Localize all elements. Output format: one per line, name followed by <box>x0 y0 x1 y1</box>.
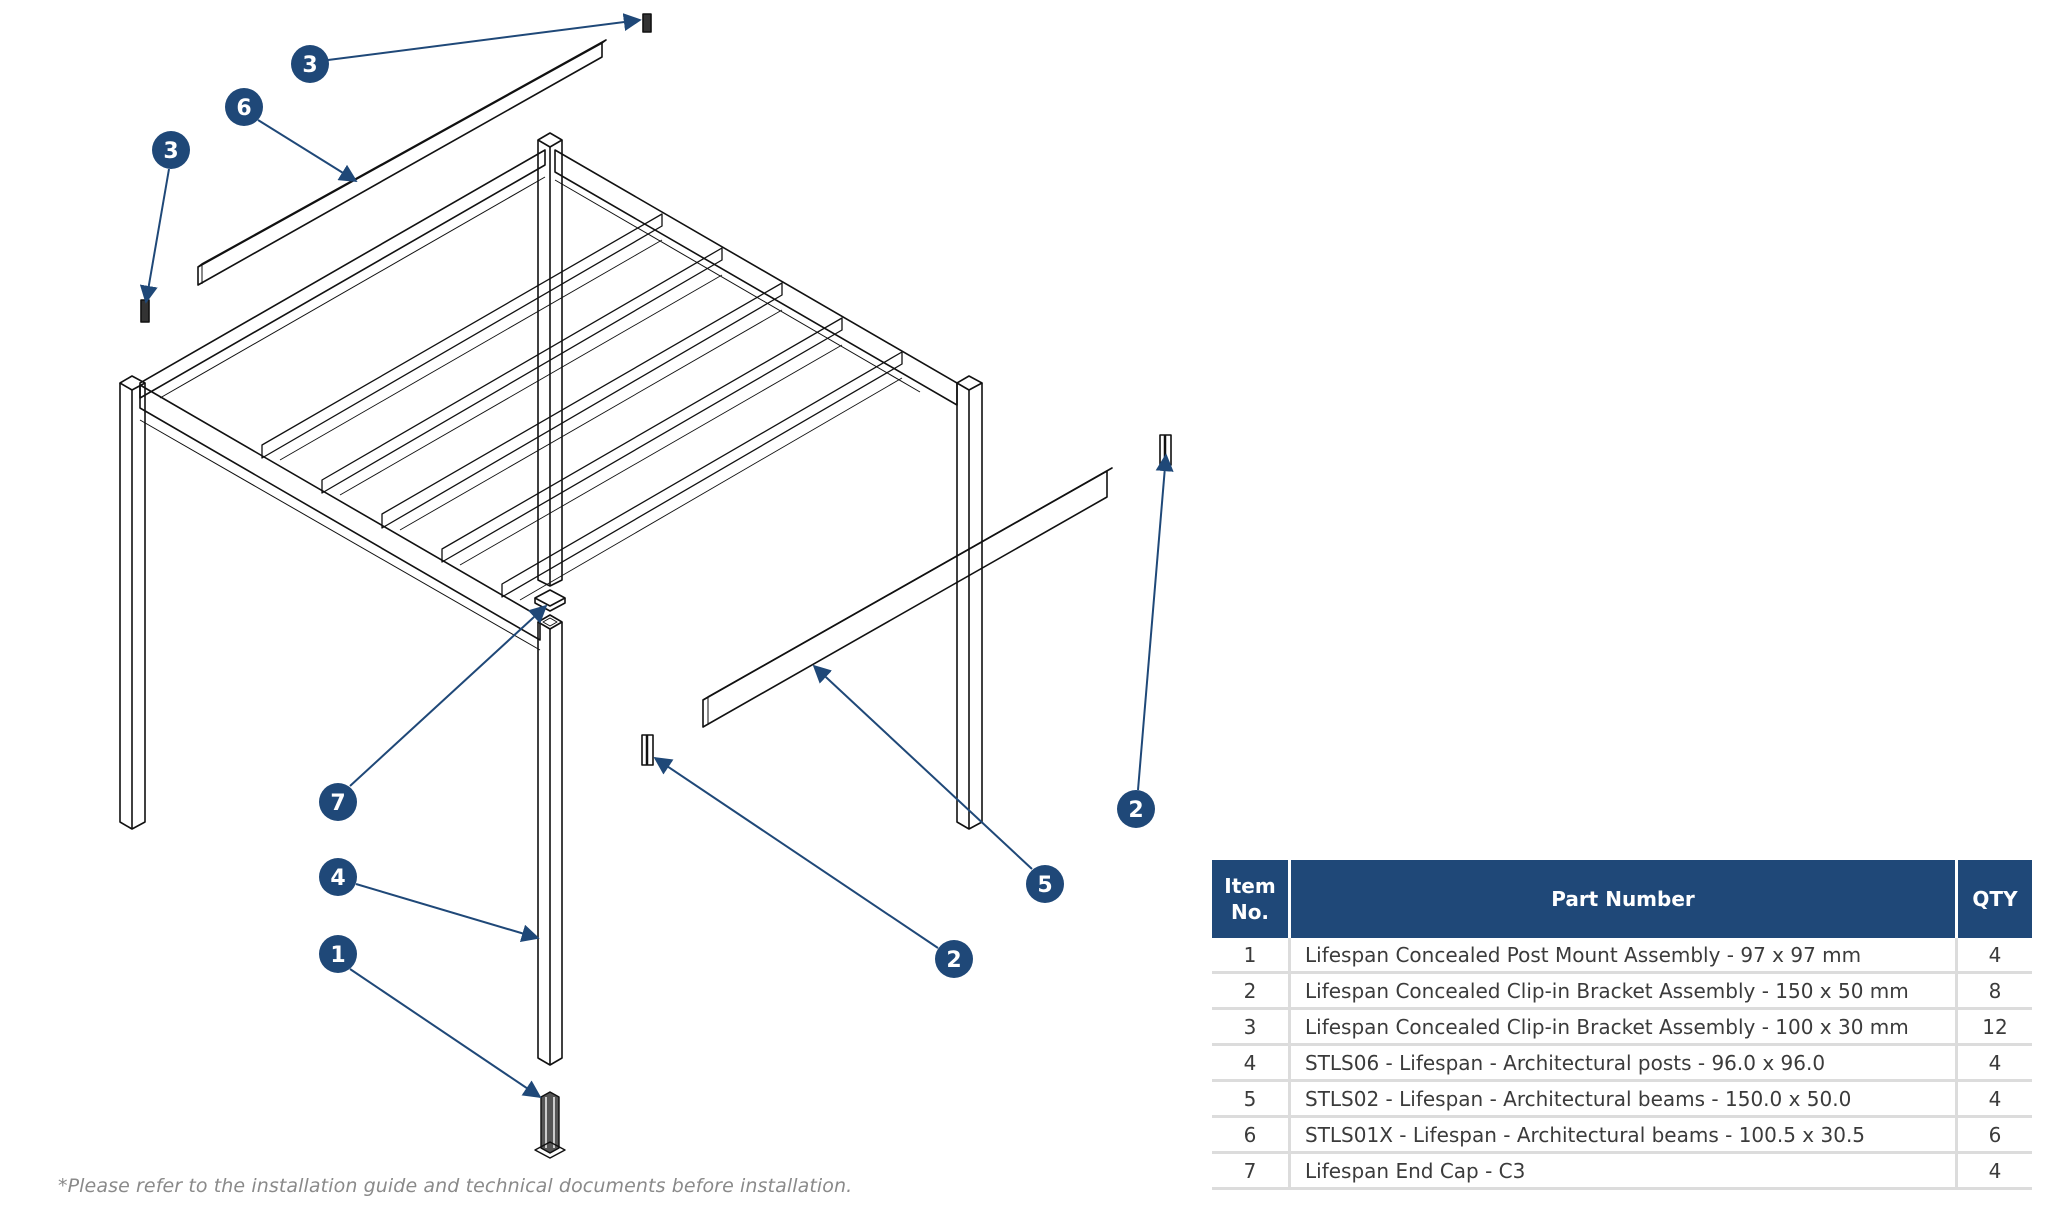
post-mount <box>534 1091 566 1159</box>
loose-beam-150x50 <box>702 467 1113 728</box>
leader-6 <box>257 119 358 182</box>
table-row: 3 Lifespan Concealed Clip-in Bracket Ass… <box>1212 1008 2032 1046</box>
left-post <box>119 375 146 830</box>
leader-7 <box>349 604 548 787</box>
part-number-cell: Lifespan Concealed Post Mount Assembly -… <box>1288 938 1957 974</box>
right-post <box>956 375 983 830</box>
callout-label: 3 <box>163 139 178 164</box>
table-row: 1 Lifespan Concealed Post Mount Assembly… <box>1212 938 2032 974</box>
table-header-row: Item No. Part Number QTY <box>1212 860 2032 938</box>
column-header-part-number: Part Number <box>1288 860 1957 938</box>
table-row: 6 STLS01X - Lifespan - Architectural bea… <box>1212 1116 2032 1154</box>
rafters <box>261 213 903 601</box>
table-row: 5 STLS02 - Lifespan - Architectural beam… <box>1212 1080 2032 1118</box>
table-row: 2 Lifespan Concealed Clip-in Bracket Ass… <box>1212 972 2032 1010</box>
callout-balloon: 2 <box>935 940 973 978</box>
bracket-150x50-mid <box>641 734 654 766</box>
leader-4 <box>355 883 540 943</box>
end-cap <box>534 589 566 612</box>
leader-5 <box>812 664 1033 870</box>
item-no-cell: 4 <box>1212 1044 1290 1082</box>
front-left-beam <box>139 384 541 651</box>
part-number-cell: Lifespan Concealed Clip-in Bracket Assem… <box>1288 1008 1957 1046</box>
table-row: 7 Lifespan End Cap - C3 4 <box>1212 1152 2032 1190</box>
bracket-100x30-top <box>642 13 652 33</box>
leader-3-left <box>139 168 170 304</box>
callout-label: 2 <box>946 948 961 973</box>
item-no-cell: 2 <box>1212 972 1290 1010</box>
callout-balloon: 5 <box>1026 865 1064 903</box>
callout-balloon: 3 <box>152 131 190 169</box>
front-post <box>537 614 563 1066</box>
back-right-beam <box>554 149 958 406</box>
item-no-cell: 1 <box>1212 938 1290 974</box>
callout-balloon: 2 <box>1117 790 1155 828</box>
item-no-cell: 6 <box>1212 1116 1290 1154</box>
qty-cell: 4 <box>1955 938 2032 974</box>
callout-balloon: 4 <box>319 858 357 896</box>
bracket-100x30-left <box>140 299 150 323</box>
leader-3-top <box>327 13 642 61</box>
leader-1 <box>349 968 542 1099</box>
item-no-cell: 7 <box>1212 1152 1290 1190</box>
callout-balloon: 3 <box>291 45 329 83</box>
qty-cell: 4 <box>1955 1044 2032 1082</box>
callout-label: 3 <box>302 53 317 78</box>
item-no-cell: 3 <box>1212 1008 1290 1046</box>
callout-balloon: 1 <box>319 935 357 973</box>
leader-2-mid <box>653 756 939 949</box>
callout-label: 7 <box>330 791 345 816</box>
callout-label: 2 <box>1128 798 1143 823</box>
part-number-cell: Lifespan Concealed Clip-in Bracket Assem… <box>1288 972 1957 1010</box>
pergola-frame <box>119 13 1172 1159</box>
callout-balloon: 6 <box>225 88 263 126</box>
qty-cell: 6 <box>1955 1116 2032 1154</box>
header-item-line1: Item <box>1224 874 1276 898</box>
qty-cell: 4 <box>1955 1152 2032 1190</box>
callout-label: 6 <box>236 96 251 121</box>
part-number-cell: STLS02 - Lifespan - Architectural beams … <box>1288 1080 1957 1118</box>
bill-of-materials-table: Item No. Part Number QTY 1 Lifespan Conc… <box>1212 860 2032 1190</box>
qty-cell: 12 <box>1955 1008 2032 1046</box>
callout-label: 4 <box>330 866 345 891</box>
callout-balloons: 3 6 3 7 4 1 2 5 <box>152 45 1155 978</box>
table-row: 4 STLS06 - Lifespan - Architectural post… <box>1212 1044 2032 1082</box>
callout-label: 5 <box>1037 873 1052 898</box>
qty-cell: 4 <box>1955 1080 2032 1118</box>
callout-label: 1 <box>330 943 345 968</box>
callout-balloon: 7 <box>319 783 357 821</box>
header-item-line2: No. <box>1230 900 1270 924</box>
column-header-qty: QTY <box>1955 860 2032 938</box>
item-no-cell: 5 <box>1212 1080 1290 1118</box>
leader-2-right <box>1137 453 1174 791</box>
installation-footnote: *Please refer to the installation guide … <box>58 1175 853 1197</box>
part-number-cell: STLS06 - Lifespan - Architectural posts … <box>1288 1044 1957 1082</box>
leader-lines <box>139 13 1174 1099</box>
part-number-cell: STLS01X - Lifespan - Architectural beams… <box>1288 1116 1957 1154</box>
column-header-item-no: Item No. <box>1212 860 1290 938</box>
part-number-cell: Lifespan End Cap - C3 <box>1288 1152 1957 1190</box>
qty-cell: 8 <box>1955 972 2032 1010</box>
loose-beam-100x30 <box>197 39 607 286</box>
